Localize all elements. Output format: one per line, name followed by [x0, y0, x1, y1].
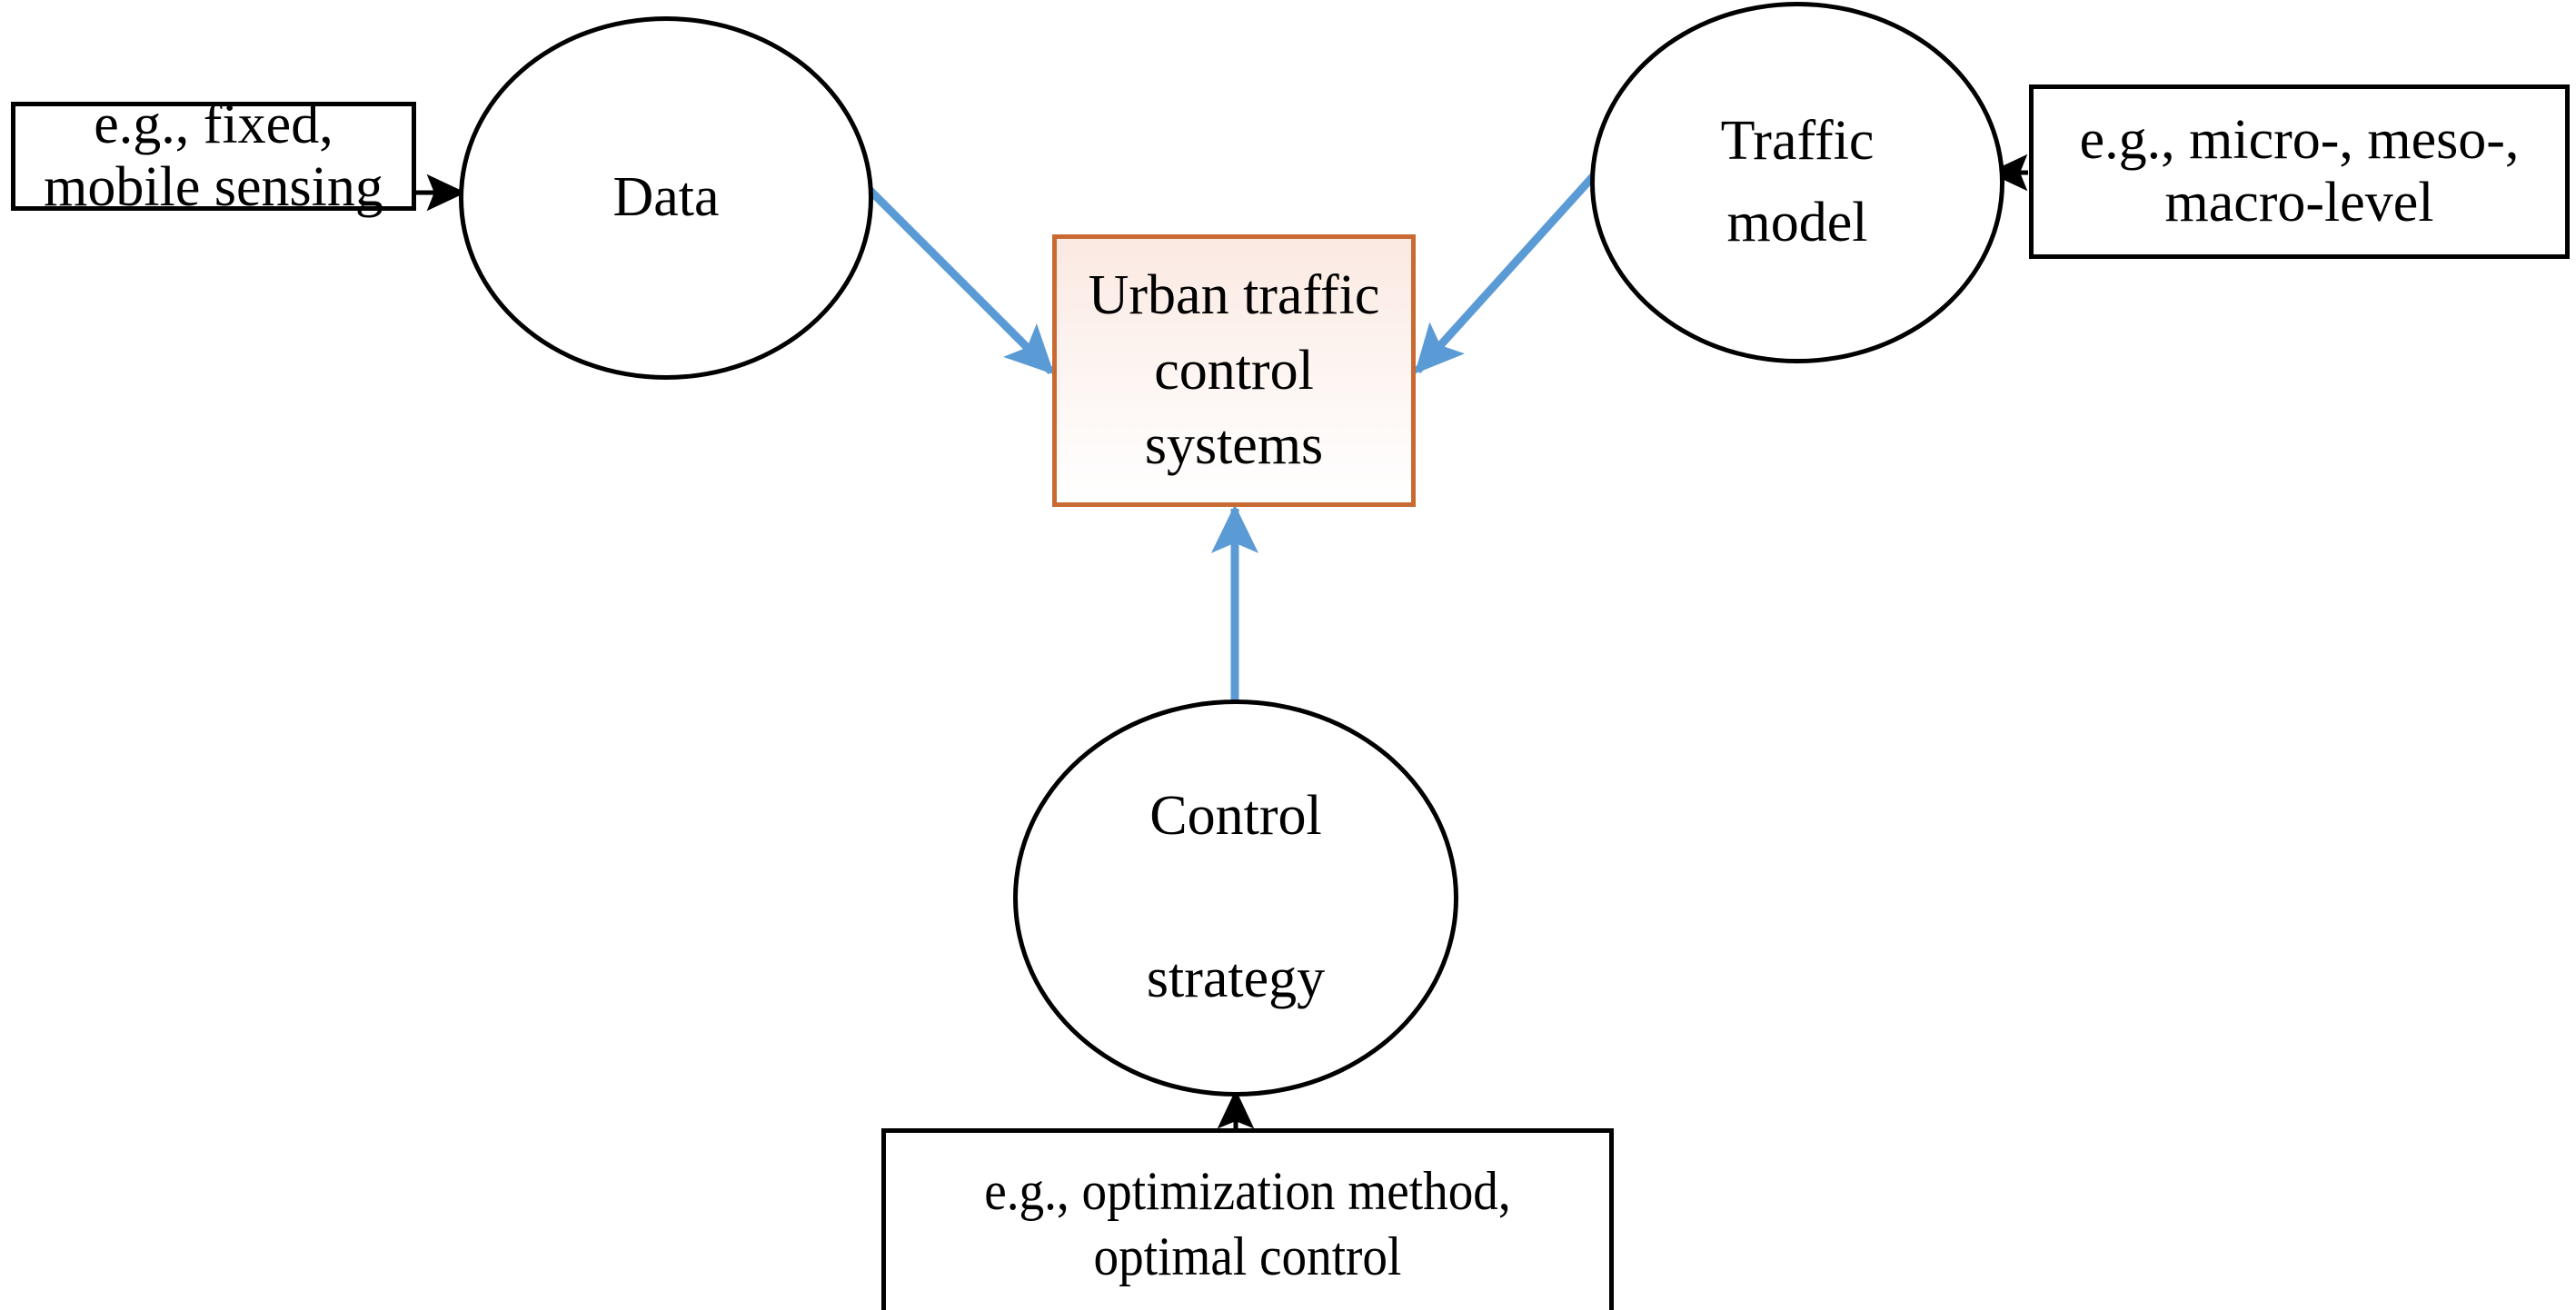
ellipse-data[interactable]: Data [459, 16, 873, 380]
box-data-sources[interactable]: e.g., fixed, mobile sensing [11, 94, 416, 218]
box-data-sources-label: e.g., fixed, mobile sensing [44, 93, 383, 218]
box-urban-traffic-control-label: Urban traffic control systems [1088, 264, 1380, 477]
box-control-methods[interactable]: e.g., optimization method, optimal contr… [881, 1128, 1614, 1310]
edge-data-to-center [850, 170, 1055, 375]
box-model-levels-label: e.g., micro-, meso-, macro-level [2079, 108, 2520, 233]
ellipse-traffic-model-label: Traffic model [1720, 110, 1875, 253]
box-control-methods-label: e.g., optimization method, optimal contr… [984, 1161, 1511, 1286]
box-urban-traffic-control[interactable]: Urban traffic control systems [1052, 234, 1416, 507]
ellipse-data-label: Data [612, 166, 720, 229]
box-model-levels[interactable]: e.g., micro-, meso-, macro-level [2029, 84, 2570, 259]
ellipse-control-strategy-label: Control strategy [1146, 784, 1326, 1010]
ellipse-control-strategy[interactable]: Control strategy [1013, 700, 1458, 1097]
edge-traffic-model-to-center [1414, 169, 1600, 374]
ellipse-traffic-model[interactable]: Traffic model [1590, 2, 2004, 363]
